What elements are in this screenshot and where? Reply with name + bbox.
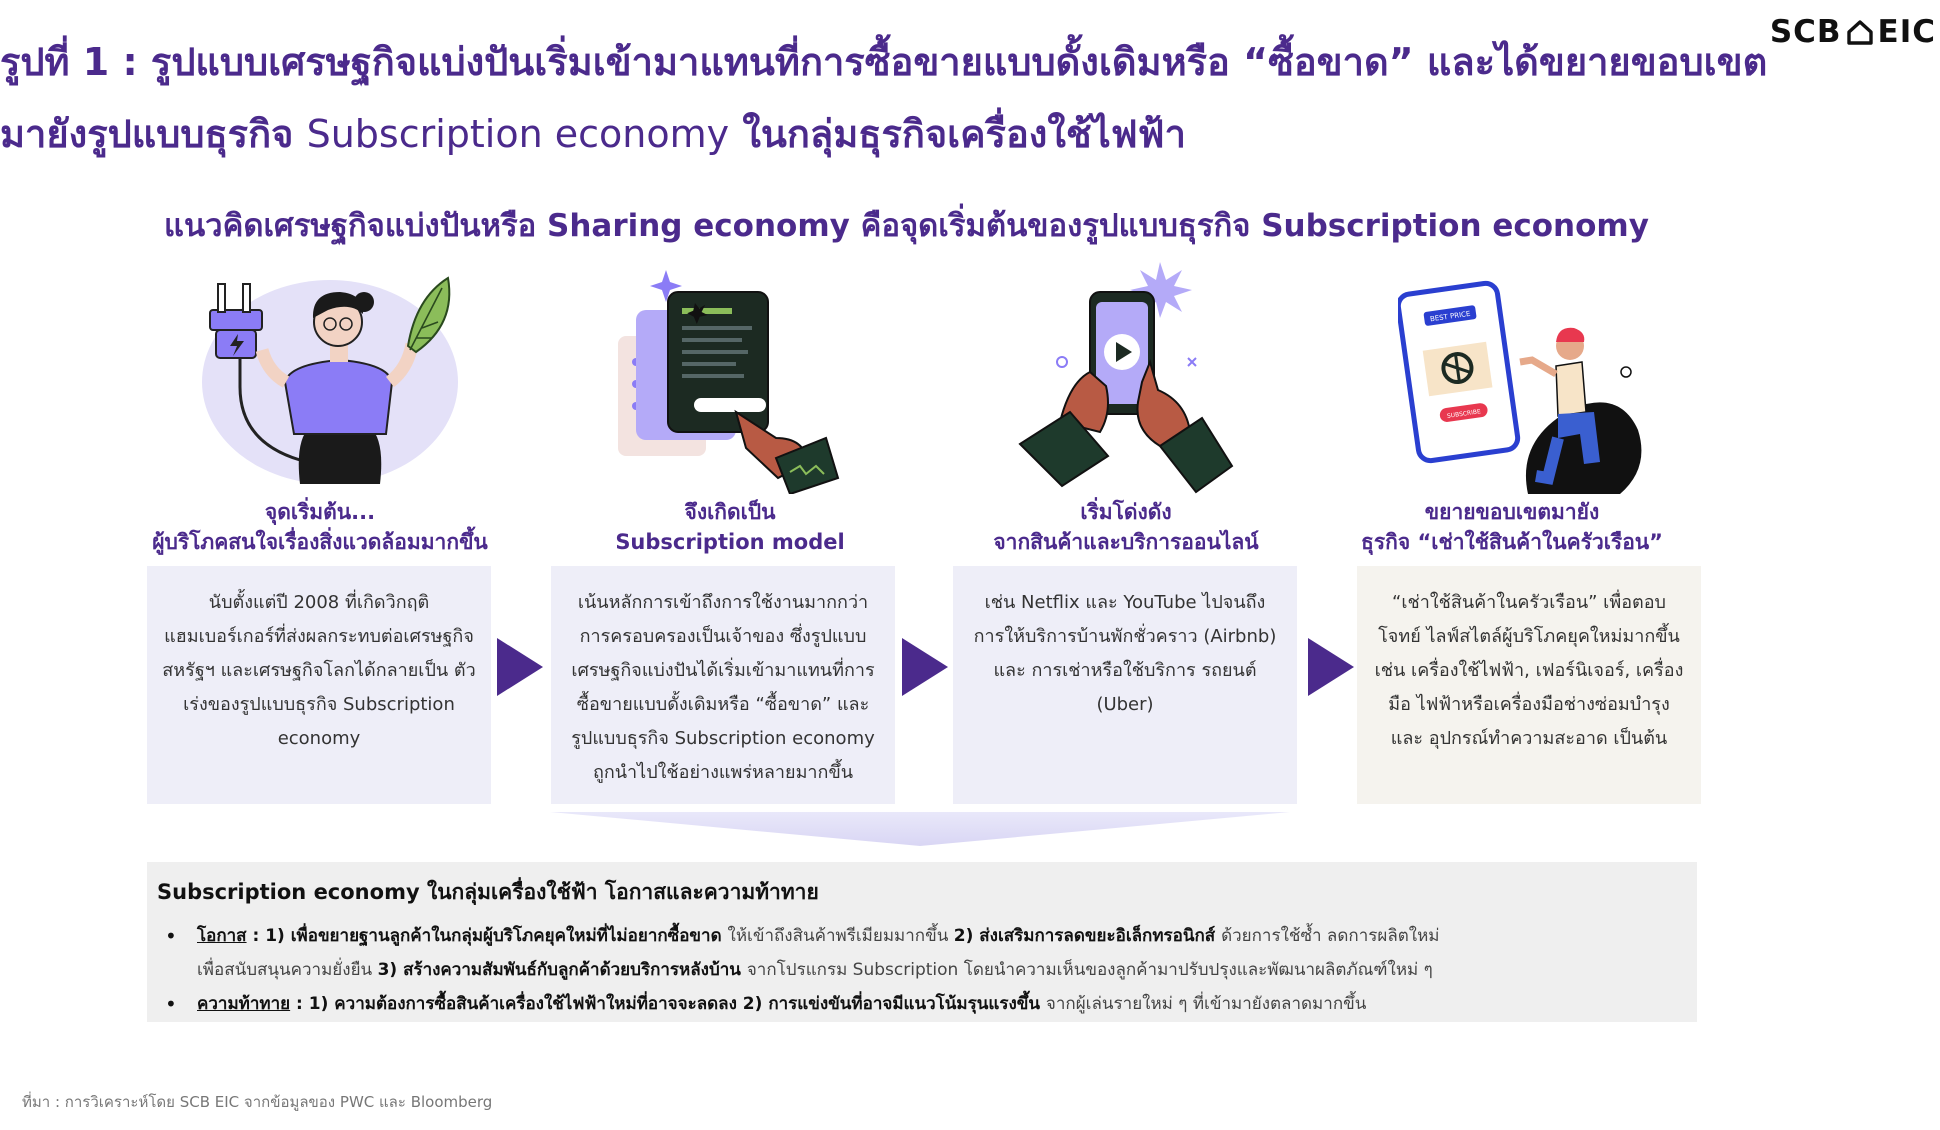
headline-line-2-en: Subscription economy xyxy=(306,112,730,156)
challenge-bullet: • ความท้าทาย : 1) ความต้องการซื้อสินค้าเ… xyxy=(157,987,1687,1021)
challenge-items: : 1) ความต้องการซื้อสินค้าเครื่องใช้ไฟฟ้… xyxy=(290,994,1046,1014)
opportunity-bullet: • โอกาส : 1) เพื่อขยายฐานลูกค้าในกลุ่มผู… xyxy=(157,919,1687,987)
opportunity-item-2-detail-cont: เพื่อสนับสนุนความยั่งยืน xyxy=(197,960,378,980)
headline-line-2-b: ในกลุ่มธุรกิจเครื่องใช้ไฟฟ้า xyxy=(729,112,1186,156)
stage-2-title: จึงเกิดเป็น Subscription model xyxy=(540,497,920,557)
opportunity-label: โอกาส xyxy=(197,926,247,946)
panel-title: Subscription economy ในกลุ่มเครื่องใช้ฟ้… xyxy=(157,880,819,904)
opportunity-item-1-detail: ให้เข้าถึงสินค้าพรีเมียมมากขึ้น xyxy=(727,926,954,946)
diagram-subheading: แนวคิดเศรษฐกิจแบ่งปันหรือ Sharing econom… xyxy=(164,208,1649,244)
house-icon xyxy=(1846,20,1873,45)
flow-arrow-2 xyxy=(902,638,948,696)
bullet-dot: • xyxy=(165,992,177,1016)
stage-1-title-line-1: จุดเริ่มต้น... xyxy=(264,500,376,524)
stage-1-title-line-2: ผู้บริโภคสนใจเรื่องสิ่งแวดล้อมมากขึ้น xyxy=(152,530,488,554)
stage-4-title-line-2: ธุรกิจ “เช่าใช้สินค้าในครัวเรือน” xyxy=(1361,530,1663,554)
illustration-eco-consumer xyxy=(180,262,460,494)
opportunities-challenges-panel: Subscription economy ในกลุ่มเครื่องใช้ฟ้… xyxy=(147,862,1697,1022)
stage-2-title-line-2: Subscription model xyxy=(615,530,845,554)
headline-line-2-a: มายังรูปแบบธุรกิจ xyxy=(0,112,307,156)
bullet-dot: • xyxy=(165,924,177,948)
stage-3-title-line-1: เริ่มโด่งดัง xyxy=(1080,500,1172,524)
logo-text-right: EIC xyxy=(1877,14,1936,50)
stage-2-description: เน้นหลักการเข้าถึงการใช้งานมากกว่า การคร… xyxy=(551,566,895,804)
headline-line-1: รูปที่ 1 : รูปแบบเศรษฐกิจแบ่งปันเริ่มเข้… xyxy=(0,40,1768,84)
funnel-connector xyxy=(550,812,1290,846)
stage-3-title-line-2: จากสินค้าและบริการออนไลน์ xyxy=(993,530,1259,554)
flow-arrow-3 xyxy=(1308,638,1354,696)
online-phone-illustration xyxy=(1018,262,1234,494)
stage-4-title: ขยายขอบเขตมายัง ธุรกิจ “เช่าใช้สินค้าในค… xyxy=(1322,497,1702,557)
illustration-subscription-model xyxy=(606,262,886,496)
stage-4-title-line-1: ขยายขอบเขตมายัง xyxy=(1424,500,1600,524)
opportunity-item-2: 2) ส่งเสริมการลดขยะอิเล็กทรอนิกส์ xyxy=(953,926,1222,946)
opportunity-item-1: : 1) เพื่อขยายฐานลูกค้าในกลุ่มผู้บริโภคย… xyxy=(246,926,728,946)
illustration-online-services xyxy=(1010,262,1290,494)
opportunity-item-3-detail: จากโปรแกรม Subscription โดยนำความเห็นของ… xyxy=(746,960,1433,980)
opportunity-item-3: 3) สร้างความสัมพันธ์กับลูกค้าด้วยบริการห… xyxy=(377,960,747,980)
household-rental-illustration: BEST PRICE SUBSCRIBE xyxy=(1395,280,1642,494)
source-note: ที่มา : การวิเคราะห์โดย SCB EIC จากข้อมู… xyxy=(22,1093,493,1111)
stage-4-description: “เช่าใช้สินค้าในครัวเรือน” เพื่อตอบโจทย์… xyxy=(1357,566,1701,804)
scb-eic-logo: SCB EIC xyxy=(1770,14,1936,50)
stage-2-title-line-1: จึงเกิดเป็น xyxy=(684,500,776,524)
challenge-label: ความท้าทาย xyxy=(197,994,291,1014)
stage-3-description: เช่น Netflix และ YouTube ไปจนถึง การให้บ… xyxy=(953,566,1297,804)
challenge-detail: จากผู้เล่นรายใหม่ ๆ ที่เข้ามายังตลาดมากข… xyxy=(1045,994,1367,1014)
flow-arrow-1 xyxy=(497,638,543,696)
illustration-household-rental: BEST PRICE SUBSCRIBE xyxy=(1395,262,1678,494)
headline-line-2: มายังรูปแบบธุรกิจ Subscription economy ใ… xyxy=(0,98,1800,170)
stage-1-description: นับตั้งแต่ปี 2008 ที่เกิดวิกฤติ แฮมเบอร์… xyxy=(147,566,491,804)
opportunity-item-2-detail: ด้วยการใช้ซ้ำ ลดการผลิตใหม่ xyxy=(1221,926,1440,946)
logo-text-left: SCB xyxy=(1769,14,1842,50)
eco-consumer-illustration xyxy=(202,276,458,484)
figure-headline: รูปที่ 1 : รูปแบบเศรษฐกิจแบ่งปันเริ่มเข้… xyxy=(0,26,1800,170)
phone-subscribe-text: SUBSCRIBE xyxy=(1447,408,1482,420)
stage-3-title: เริ่มโด่งดัง จากสินค้าและบริการออนไลน์ xyxy=(936,497,1316,557)
subscription-documents-illustration xyxy=(618,270,840,496)
stage-1-title: จุดเริ่มต้น... ผู้บริโภคสนใจเรื่องสิ่งแว… xyxy=(130,497,510,557)
